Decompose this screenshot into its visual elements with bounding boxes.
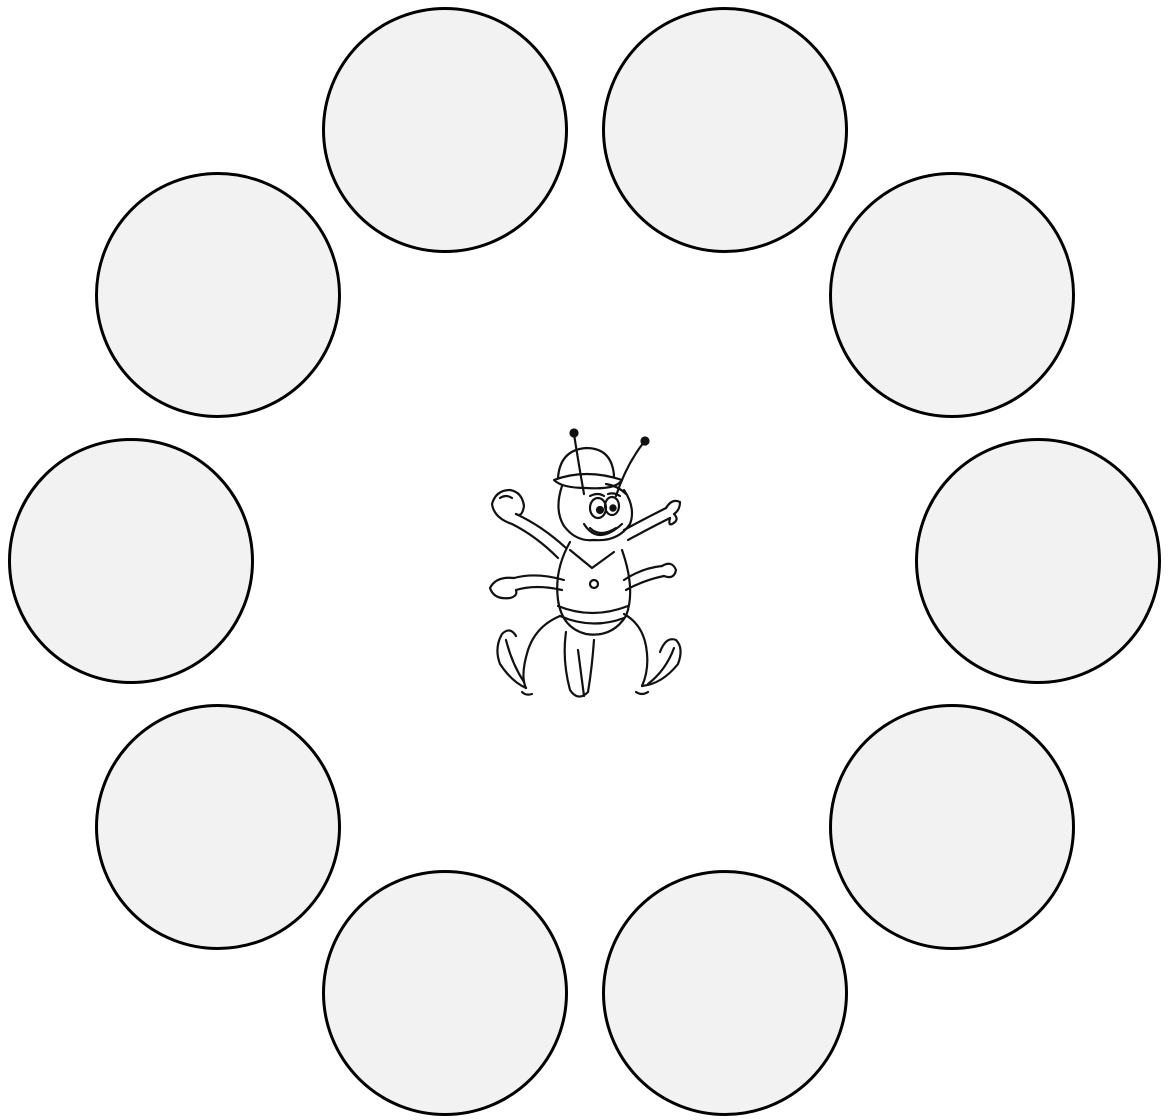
- answer-circle-9[interactable]: [8, 438, 254, 684]
- answer-circle-5[interactable]: [829, 704, 1075, 950]
- cartoon-grasshopper-icon: [466, 420, 706, 710]
- answer-circle-1[interactable]: [322, 7, 568, 253]
- answer-circle-10[interactable]: [95, 172, 341, 418]
- answer-circle-6[interactable]: [602, 870, 848, 1116]
- answer-circle-4[interactable]: [915, 438, 1161, 684]
- answer-circle-8[interactable]: [95, 704, 341, 950]
- answer-circle-2[interactable]: [602, 7, 848, 253]
- answer-circle-7[interactable]: [322, 870, 568, 1116]
- answer-circle-3[interactable]: [829, 172, 1075, 418]
